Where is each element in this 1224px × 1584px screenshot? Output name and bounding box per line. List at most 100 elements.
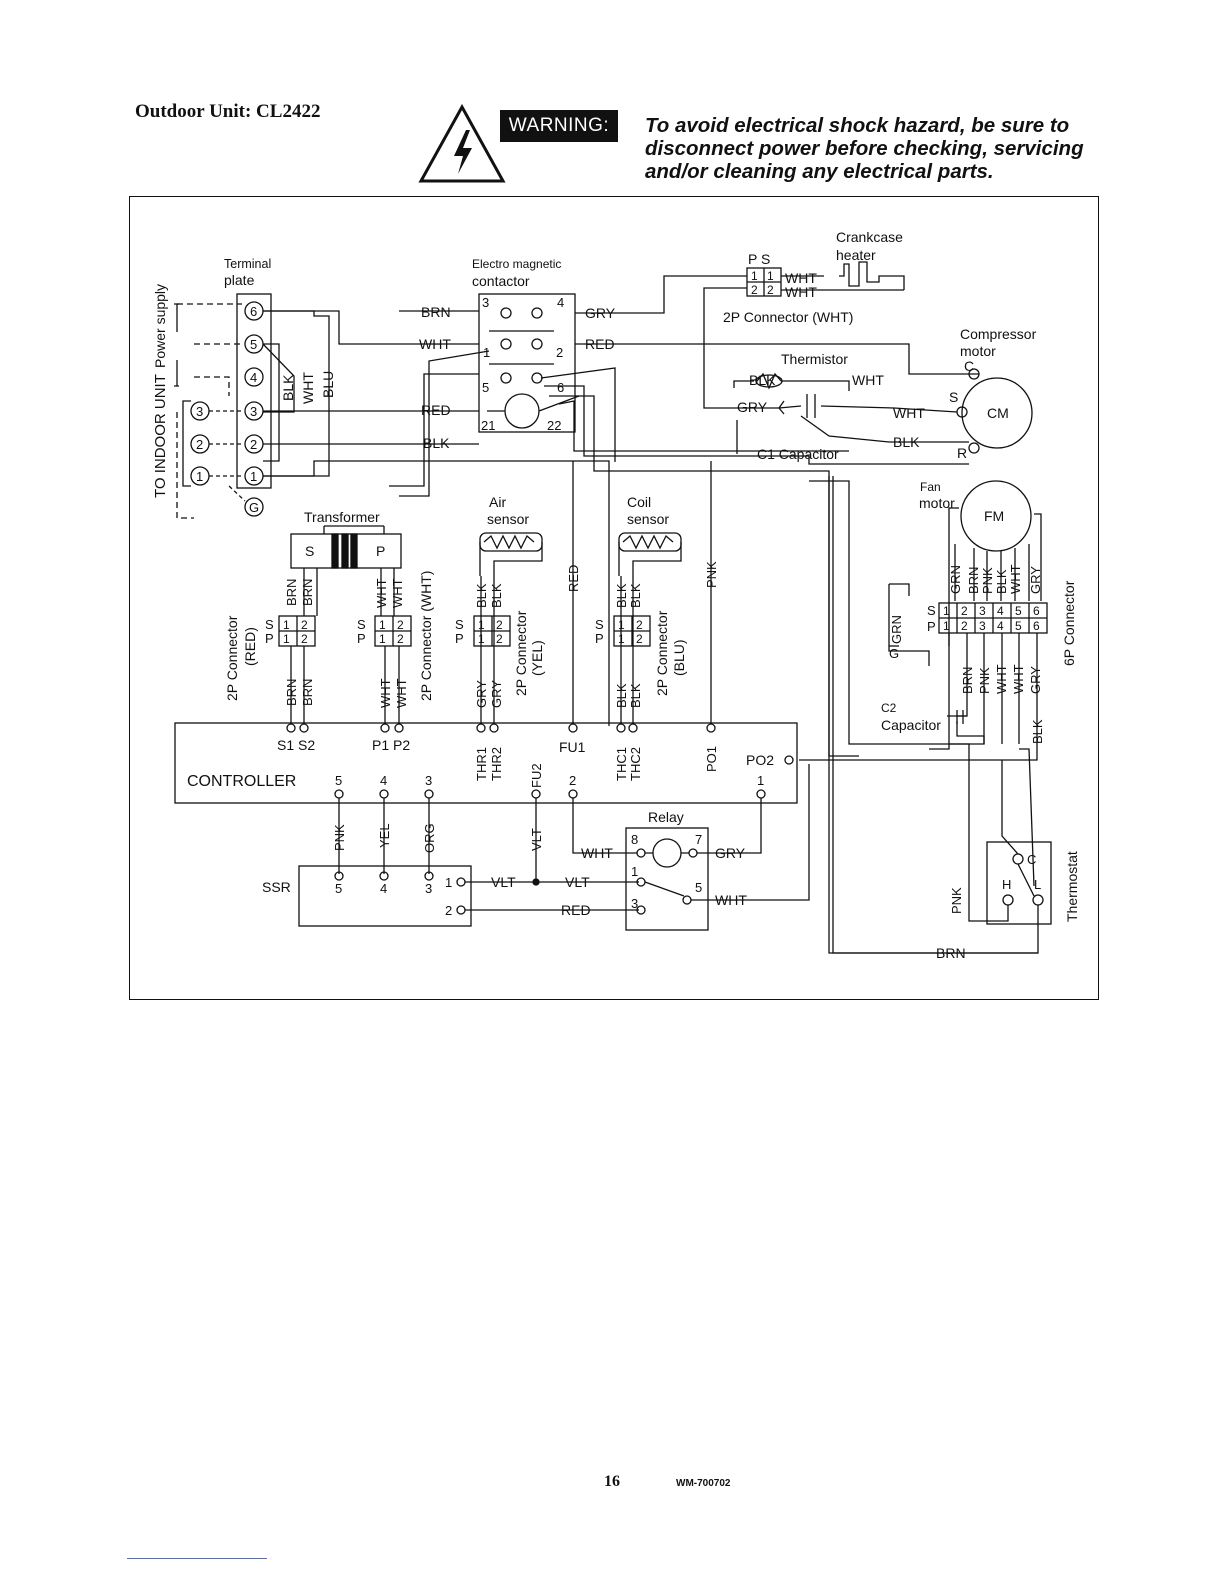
pin-number: 2	[961, 619, 968, 633]
wire-label: BRN	[284, 679, 299, 706]
controller-terminal: S1 S2	[277, 737, 315, 753]
wire-label: PNK	[980, 567, 995, 594]
contactor-label: contactor	[472, 273, 530, 289]
wire-label: GRY	[585, 305, 616, 321]
terminal-number: 6	[250, 304, 257, 319]
capacitor-label: C1 Capacitor	[757, 446, 839, 462]
terminal-number: 2	[250, 437, 257, 452]
wire-label: RED	[566, 565, 581, 592]
pin-number: 1	[379, 618, 386, 632]
connector-label: 2P Connector	[654, 610, 670, 696]
pin-number: 3	[979, 619, 986, 633]
wire-label: RED	[421, 402, 451, 418]
wire-label: RED	[585, 336, 615, 352]
compressor-label: Compressor	[960, 326, 1037, 342]
wire-label: GRY	[489, 680, 504, 708]
warning-message: To avoid electrical shock hazard, be sur…	[645, 114, 1115, 183]
pin-number: 1	[943, 604, 950, 618]
document-code: WM-700702	[676, 1478, 731, 1489]
controller-terminal: FU2	[529, 763, 544, 788]
wire-label: BLK	[423, 435, 450, 451]
thermostat-label: Thermostat	[1064, 851, 1080, 922]
controller-label: CONTROLLER	[187, 773, 296, 790]
controller-board	[174, 722, 798, 804]
pin-number: 1	[379, 632, 386, 646]
footer-rule	[127, 1558, 267, 1559]
pin-number: 2	[636, 618, 643, 632]
controller-terminal: THC2	[628, 747, 643, 781]
pin-number: 1	[943, 619, 950, 633]
wire-label: PNK	[332, 824, 347, 851]
terminal-number: 3	[250, 404, 257, 419]
unit-title: Outdoor Unit: CL2422	[135, 101, 321, 122]
controller-terminal: PO2	[746, 752, 774, 768]
sensor-label: sensor	[627, 511, 669, 527]
wire-label: GRY	[474, 680, 489, 708]
wire-label: WHT	[300, 372, 316, 404]
ssr-pin: 4	[380, 881, 387, 896]
relay-pin: 7	[695, 832, 702, 847]
wire-label: PNK	[977, 667, 992, 694]
connector-label: 2P Connector (WHT)	[723, 309, 853, 325]
wire-label: BRN	[960, 667, 975, 694]
contactor-pin: 4	[557, 295, 564, 310]
contactor-pin: 5	[482, 380, 489, 395]
power-supply-label: Power supply	[152, 284, 168, 368]
wire-label: VLT	[491, 874, 516, 890]
wire-label: BLK	[474, 583, 489, 608]
controller-terminal: PO1	[704, 746, 719, 772]
warning-line: and/or cleaning any electrical parts.	[645, 160, 994, 183]
relay	[625, 827, 709, 931]
s-label: S	[305, 543, 314, 559]
ssr-pin: 3	[425, 881, 432, 896]
wire-label: GRY	[1028, 666, 1043, 694]
contactor-label: Electro magnetic	[472, 257, 561, 271]
to-indoor-unit-label: TO INDOOR UNIT	[152, 374, 169, 498]
contactor-pin: 21	[481, 418, 495, 433]
s-label: S	[357, 617, 366, 632]
contactor-pin: 22	[547, 418, 561, 433]
wire-label: WHT	[785, 284, 817, 300]
wire-label: VLT	[565, 874, 590, 890]
wiring-diagram: Terminal plate 6 5 4 3 2 1 G 3 2 1 Power…	[152, 229, 1080, 961]
capacitor-label: C2	[881, 701, 897, 715]
relay-pin: 3	[631, 896, 638, 911]
pin-number: 2	[496, 632, 503, 646]
fan-motor	[960, 480, 1032, 552]
pin-number: 1	[618, 632, 625, 646]
p-label: P	[927, 619, 936, 634]
wire-label: WHT	[715, 892, 747, 908]
wire-label: WHT	[994, 664, 1009, 694]
relay-pin: 1	[631, 864, 638, 879]
wire-label: WHT	[852, 372, 884, 388]
contactor-pin: 3	[482, 295, 489, 310]
wire-label: WHT	[390, 578, 405, 608]
crankcase-label: Crankcase	[836, 229, 903, 245]
wire-label: WHT	[419, 336, 451, 352]
wire-label: BRN	[421, 304, 451, 320]
s-label: S	[927, 603, 936, 618]
ssr	[298, 865, 472, 927]
wire-label: WHT	[1011, 664, 1026, 694]
controller-pin: 1	[757, 773, 764, 788]
s-label: S	[265, 617, 274, 632]
wire-label: WHT	[785, 270, 817, 286]
p-label: P	[265, 631, 274, 646]
wire-label: BLK	[628, 583, 643, 608]
wire-label: BLU	[320, 371, 336, 398]
connector-label: 2P Connector	[224, 615, 240, 701]
wire-label: BLK	[994, 569, 1009, 594]
sensor-label: sensor	[487, 511, 529, 527]
wire-label: BLK	[614, 583, 629, 608]
pin-number: 2	[301, 618, 308, 632]
connector-label: (YEL)	[529, 640, 545, 676]
wire-label: PNK	[949, 887, 964, 914]
controller-pin: 2	[569, 773, 576, 788]
wire-label: GRN	[889, 615, 904, 644]
pin-number: 2	[397, 632, 404, 646]
pin-number: 2	[961, 604, 968, 618]
wire-label: WHT	[893, 405, 925, 421]
thermostat-terminal: C	[1027, 852, 1036, 867]
controller-terminal: THC1	[614, 747, 629, 781]
fan-motor-label: Fan	[920, 480, 941, 494]
